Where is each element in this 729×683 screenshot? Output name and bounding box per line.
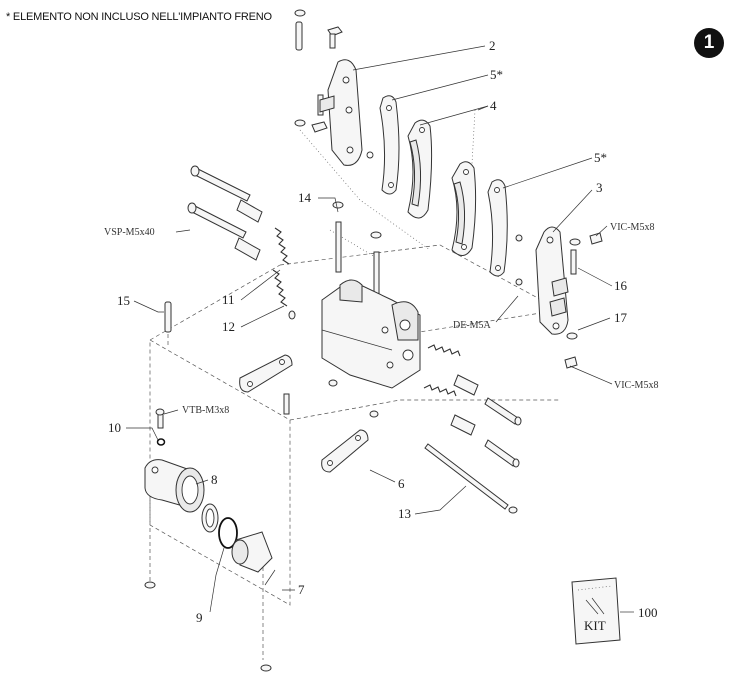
- label-part-10: 10: [108, 420, 121, 435]
- part-4-pad-upper: [407, 119, 433, 219]
- caliper-body: [321, 279, 421, 389]
- label-part-15: 15: [117, 293, 130, 308]
- label-vsp-bolt: VSP-M5x40: [104, 227, 155, 238]
- part-2-bracket: [319, 59, 374, 166]
- label-part-13: 13: [398, 506, 411, 521]
- label-part-7: 7: [298, 582, 305, 597]
- right-springs-pistons: [423, 344, 522, 468]
- label-part-11: 11: [222, 292, 235, 307]
- label-part-3: 3: [596, 180, 603, 195]
- part-10-oring-screw: [155, 408, 166, 446]
- header-note: * ELEMENTO NON INCLUSO NELL'IMPIANTO FRE…: [6, 11, 272, 23]
- label-vic-screw-top: VIC-M5x8: [610, 222, 654, 233]
- label-part-5-right: 5*: [594, 150, 607, 165]
- label-part-6: 6: [398, 476, 405, 491]
- label-part-8: 8: [211, 472, 218, 487]
- part-5-pad-left: [379, 95, 400, 195]
- part-9-seals: [201, 503, 238, 549]
- kit-box: KIT: [571, 577, 621, 645]
- part-4-pad-lower: [451, 161, 477, 256]
- label-de-washer: DE-M5A: [453, 320, 492, 331]
- top-hardware: [294, 9, 343, 133]
- part-11-12-springs: [272, 227, 296, 320]
- link-plate-upper: [239, 354, 379, 418]
- kit-label: KIT: [584, 618, 606, 633]
- label-vtb-screw: VTB-M3x8: [182, 405, 229, 416]
- part-labels: 2 5* 4 5* 3 14 VSP-M5x40 VIC-M5x8 16 DE-…: [104, 38, 658, 625]
- label-vic-screw-bottom: VIC-M5x8: [614, 380, 658, 391]
- part-14-pins: [332, 201, 382, 301]
- part-5-pad-right: [487, 179, 508, 277]
- label-part-14: 14: [298, 190, 312, 205]
- label-part-5-left: 5*: [490, 67, 503, 82]
- part-3-bracket: [515, 226, 603, 369]
- vsp-bolts: [187, 165, 263, 261]
- label-part-16: 16: [614, 278, 628, 293]
- part-13-rod: [424, 443, 518, 514]
- label-part-9: 9: [196, 610, 203, 625]
- part-7-piston: [144, 531, 273, 672]
- label-part-17: 17: [614, 310, 628, 325]
- label-part-100: 100: [638, 605, 658, 620]
- label-part-2: 2: [489, 38, 496, 53]
- part-8-cylinder: [144, 459, 205, 513]
- leader-lines: [126, 45, 634, 613]
- label-part-4: 4: [490, 98, 497, 113]
- part-15-pin: [164, 301, 172, 333]
- part-6-link-plate: [321, 429, 369, 473]
- label-part-12: 12: [222, 319, 235, 334]
- sheet-number-badge: 1: [694, 28, 724, 58]
